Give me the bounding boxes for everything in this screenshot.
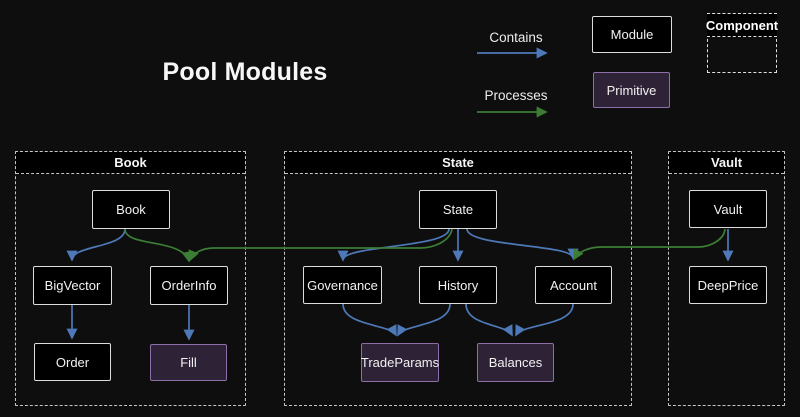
node-order-label: Order [55,354,90,370]
node-deepprice-label: DeepPrice [697,277,759,293]
node-balances-label: Balances [488,355,543,370]
node-governance-label: Governance [307,277,378,293]
legend-contains-label: Contains [489,30,543,45]
diagram-title: Pool Modules [162,58,328,86]
container-book: Book [15,151,246,406]
node-orderinfo-label: OrderInfo [161,278,217,293]
node-state: State [419,190,497,229]
node-vault-label: Vault [713,201,743,217]
container-book-title: Book [16,152,245,174]
node-bigvector: BigVector [33,266,112,305]
node-tradeparams-label: TradeParams [360,355,440,370]
legend-module-box: Module [592,16,672,53]
legend-module-label: Module [610,27,654,42]
container-vault-title: Vault [669,152,784,174]
legend-component-box: Component [706,13,778,73]
container-state: State [284,151,632,406]
node-history-label: History [437,277,479,293]
node-tradeparams: TradeParams [361,343,439,382]
node-state-label: State [442,202,474,217]
legend-primitive-label: Primitive [606,82,657,98]
node-bigvector-label: BigVector [44,278,101,293]
node-book-label: Book [116,202,146,217]
node-vault: Vault [689,190,767,228]
node-book: Book [92,190,170,229]
container-vault: Vault [668,151,785,406]
container-state-title: State [285,152,631,174]
node-account: Account [535,266,612,304]
node-governance: Governance [303,266,382,304]
legend-component-label: Component [706,14,778,37]
node-fill: Fill [150,344,227,381]
node-order: Order [34,343,111,381]
node-fill-label: Fill [180,355,197,370]
node-deepprice: DeepPrice [689,266,767,304]
node-orderinfo: OrderInfo [150,266,228,305]
legend-primitive-box: Primitive [593,72,670,108]
node-balances: Balances [477,343,554,382]
legend-processes-label: Processes [484,88,548,103]
node-history: History [419,266,497,304]
node-account-label: Account [550,277,597,293]
